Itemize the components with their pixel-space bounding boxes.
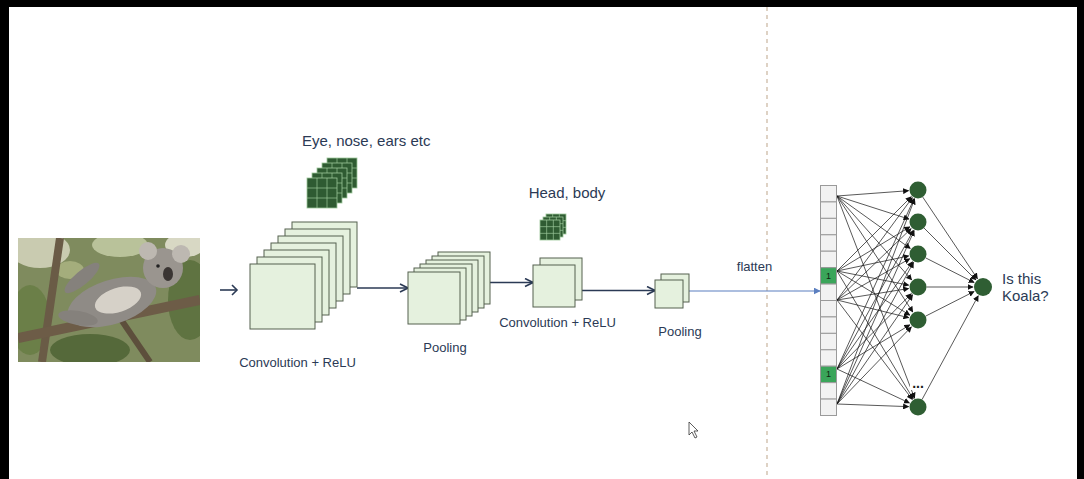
layer-label: Convolution + ReLU (239, 356, 356, 371)
vector-cell (821, 301, 837, 317)
vector-cell (821, 333, 837, 349)
frame-bar (0, 0, 1084, 7)
network-line (926, 258, 975, 283)
filter-grid (540, 233, 560, 234)
layer-label: Pooling (423, 341, 466, 356)
network-line (837, 295, 913, 404)
filter-stack: Head, body (540, 214, 566, 240)
vector-cell (821, 317, 837, 333)
layer-label: Convolution + ReLU (499, 316, 616, 331)
filter-square (540, 220, 560, 240)
vector-cell (821, 350, 837, 366)
network-line (837, 271, 913, 399)
filter-grid (553, 220, 554, 240)
flatten-vector: 11 (820, 185, 837, 415)
feature-map (250, 264, 315, 329)
vector-shape (820, 185, 837, 415)
feature-map-stack: Convolution + ReLU (250, 222, 357, 329)
cell-value: 1 (826, 271, 831, 281)
feature-map (655, 280, 683, 308)
network-line (837, 196, 915, 398)
network-line (837, 197, 911, 271)
connector-arrow (582, 290, 655, 292)
filter-grid (327, 178, 328, 208)
filter-grid (317, 178, 318, 208)
network-line (837, 369, 909, 403)
network-line (837, 327, 911, 404)
mouse-cursor (689, 422, 698, 438)
frame-bar (1077, 0, 1084, 479)
hidden-neuron (910, 279, 927, 296)
network-line (926, 292, 975, 317)
network-line (837, 262, 913, 404)
feature-map (408, 272, 460, 324)
divider-line (766, 7, 767, 479)
connector-arrow (357, 287, 408, 289)
filter-shape (540, 214, 566, 240)
stack-shape (250, 222, 357, 329)
hidden-neuron (910, 246, 927, 263)
layer-label: Eye, nose, ears etc (302, 132, 430, 149)
network-line (924, 228, 976, 280)
stack-shape (408, 252, 490, 324)
pooling-stack: Pooling (655, 274, 689, 308)
filter-stack: Eye, nose, ears etc (307, 158, 357, 208)
filter-grid (307, 188, 337, 189)
stack-shape (533, 258, 582, 307)
vector-cell (821, 383, 837, 399)
pooling-stack: Pooling (408, 252, 490, 324)
network-line (837, 404, 909, 407)
network-line (837, 231, 914, 404)
vector-cell (821, 218, 837, 234)
koala-photo (18, 238, 200, 362)
edge-label: flatten (734, 260, 775, 275)
network-line (837, 196, 910, 248)
network-line (837, 199, 914, 369)
connector-arrow (490, 282, 533, 284)
stack-shape (655, 274, 689, 308)
vector-cell (821, 268, 837, 284)
network-line (927, 287, 974, 288)
input-arrow (220, 285, 237, 295)
frame-bar (0, 0, 9, 479)
filter-square (307, 178, 337, 208)
hidden-neurons (910, 182, 927, 416)
network-line (837, 229, 911, 300)
vector-cell (821, 251, 837, 267)
filter-shape (307, 158, 357, 208)
vector-cell (821, 399, 837, 415)
feature-map-stack: Convolution + ReLU (533, 258, 582, 307)
filter-grid (540, 226, 560, 227)
network-line (837, 199, 915, 404)
cell-value: 1 (826, 369, 831, 379)
network-line (837, 191, 909, 196)
feature-map (533, 265, 575, 307)
hidden-neuron (910, 214, 927, 231)
vector-cell (821, 366, 837, 382)
layer-label: Head, body (529, 184, 606, 201)
network-line (923, 197, 978, 279)
network-line (837, 196, 912, 280)
vector-cell (821, 284, 837, 300)
filter-grid (546, 220, 547, 240)
ellipsis-label: ... (910, 376, 926, 390)
network-line (837, 196, 909, 219)
connector-arrow (689, 290, 820, 291)
vector-cell (821, 235, 837, 251)
layer-label: Pooling (658, 325, 701, 340)
filter-grid (307, 198, 337, 199)
vector-cell (821, 202, 837, 218)
hidden-neuron (910, 312, 927, 329)
output-neuron: Is this Koala? (974, 278, 992, 296)
network-line (922, 296, 978, 400)
neuron-circle (974, 278, 992, 296)
output-label: Is this Koala? (1002, 270, 1066, 305)
network-line (837, 325, 910, 369)
vector-cell (821, 186, 837, 202)
network-line (837, 262, 913, 369)
hidden-neuron (910, 399, 927, 416)
hidden-neuron (910, 182, 927, 199)
circle-shape (974, 278, 992, 296)
